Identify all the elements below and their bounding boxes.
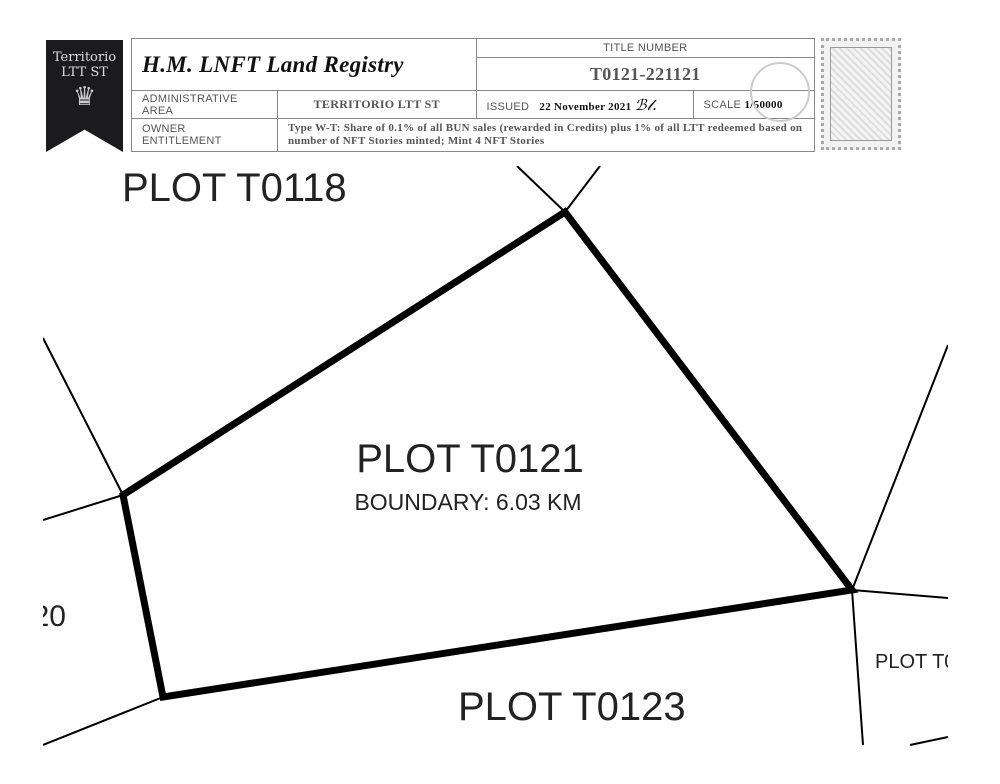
plot-label-right: PLOT T0 [875, 651, 955, 673]
badge-line1: Territorio [52, 50, 117, 65]
plot-boundary [119, 207, 859, 701]
plot-boundary-length: BOUNDARY: 6.03 KM [354, 489, 581, 515]
badge-line2: LTT ST [61, 65, 108, 80]
admin-area-label: ADMINISTRATIVE AREA [131, 90, 278, 119]
issued-label: ISSUED [486, 100, 530, 113]
plot-label-main: PLOT T0121 [356, 437, 584, 481]
postage-stamp-icon [821, 38, 901, 150]
registry-title: H.M. LNFT Land Registry [142, 51, 404, 77]
plot-label-bottom: PLOT T0123 [458, 685, 686, 729]
neighbor-boundaries [43, 166, 948, 746]
seal-stamp-icon [750, 62, 810, 122]
admin-area: TERRITORIO LTT ST [277, 90, 477, 119]
scale-label: SCALE [703, 98, 742, 111]
issued-date: 22 November 2021 [539, 100, 632, 113]
eagle-emblem-icon: ♛ [72, 82, 97, 112]
plot-label-left: 20 [33, 600, 66, 633]
plot-label-top: PLOT T0118 [122, 166, 347, 210]
signature-icon: ℬ𝓁. [634, 95, 658, 114]
owner-label: OWNER ENTITLEMENT [131, 118, 278, 152]
owner-entitlement: Type W-T: Share of 0.1% of all BUN sales… [277, 118, 815, 152]
title-header-table: H.M. LNFT Land Registry TITLE NUMBER T01… [131, 38, 816, 152]
